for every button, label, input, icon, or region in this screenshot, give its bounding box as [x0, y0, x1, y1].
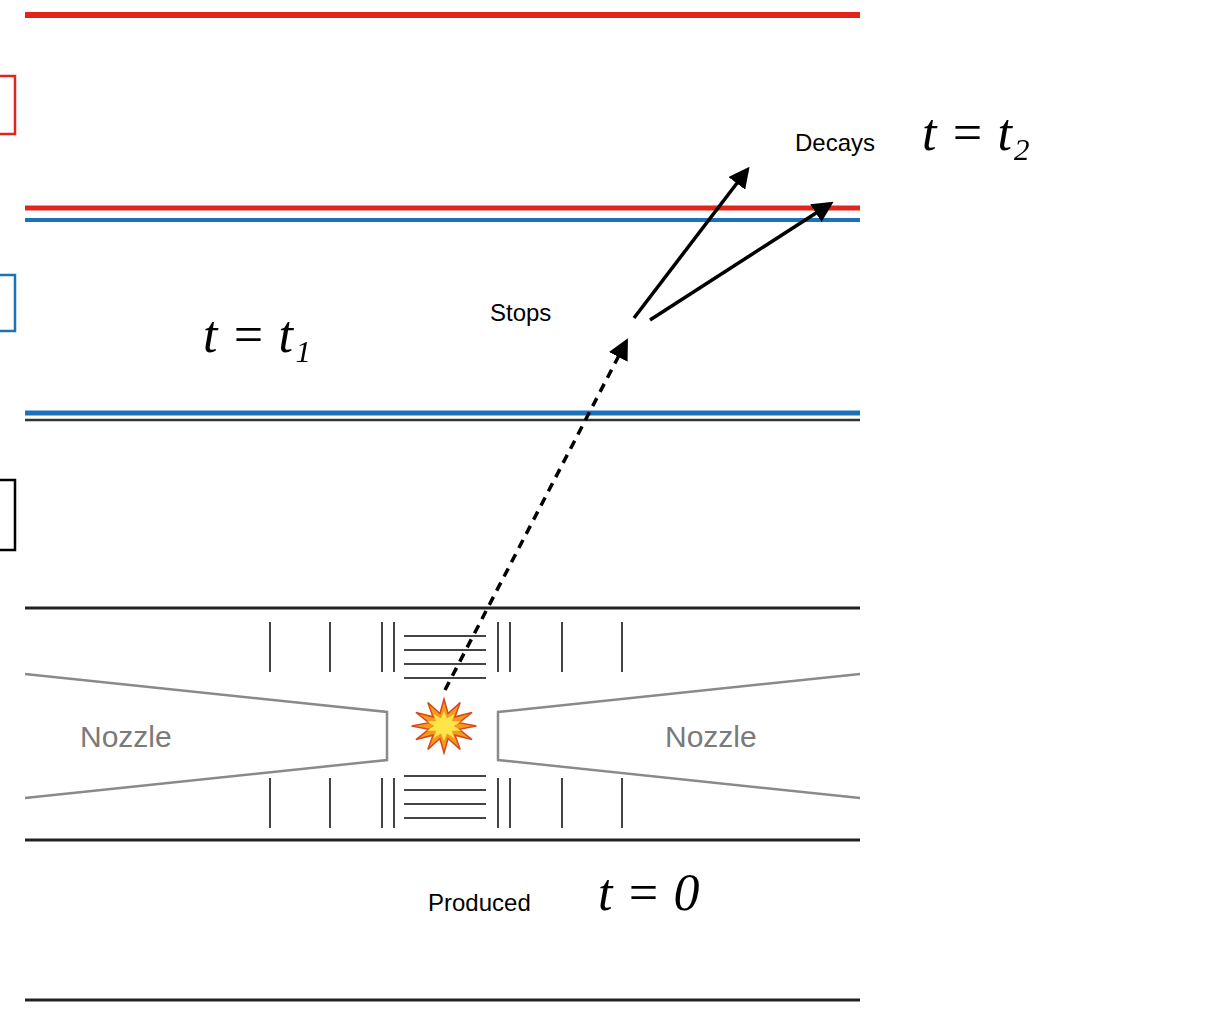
nozzle-line	[25, 674, 387, 798]
blue-layer-line	[25, 411, 860, 416]
tracker-strip	[329, 622, 331, 672]
event-label: Produced	[428, 890, 531, 916]
pixel-layer	[404, 677, 486, 679]
blue-layer-line	[25, 218, 860, 222]
tracker-strip	[561, 622, 563, 672]
pixel-layer	[404, 803, 486, 805]
red-layer-line	[25, 12, 860, 18]
red-layer-line	[25, 206, 860, 211]
nozzle-shape: Nozzle	[25, 674, 387, 798]
black-layer-box	[0, 480, 15, 550]
tracker-strip	[393, 622, 395, 672]
tracker-strip	[561, 778, 563, 828]
pixel-layer	[404, 663, 486, 665]
tracker-strip	[497, 778, 499, 828]
collision-burst	[412, 699, 477, 753]
detector-wall	[25, 607, 860, 610]
pixel-layer	[404, 775, 486, 777]
tracker-strip	[381, 778, 383, 828]
time-label: t = 0	[598, 864, 700, 921]
nozzle-label: Nozzle	[80, 720, 172, 753]
particle-track	[445, 342, 626, 690]
nozzle-outline	[25, 674, 387, 798]
tracker-strip	[509, 622, 511, 672]
burst-outer	[412, 699, 477, 753]
tracker-strip	[381, 622, 383, 672]
burst-inner	[427, 711, 461, 741]
tracker-strip	[329, 778, 331, 828]
pixel-layer	[404, 649, 486, 651]
pixel-layer	[404, 789, 486, 791]
tracker-strip	[393, 778, 395, 828]
pixel-layer	[404, 635, 486, 637]
event-label: Stops	[490, 300, 551, 326]
tracker-strip	[621, 622, 623, 672]
tracker-strip	[269, 778, 271, 828]
detector-wall	[25, 839, 860, 842]
time-label: t = t₁	[203, 306, 311, 363]
red-layer-box	[0, 76, 15, 134]
pixel-layer	[404, 817, 486, 819]
tracker-strip	[269, 622, 271, 672]
decay-product	[650, 204, 830, 320]
nozzle-shape: Nozzle	[498, 674, 860, 798]
black-layer-line	[25, 419, 860, 422]
tracker-strip	[621, 778, 623, 828]
tracker-strip	[497, 622, 499, 672]
collision-patch	[403, 695, 487, 759]
event-label: Decays	[795, 130, 875, 156]
nozzle-line	[498, 674, 860, 798]
time-label: t = t₂	[922, 104, 1030, 161]
outer-line	[25, 999, 860, 1002]
tracker-strip	[509, 778, 511, 828]
tracker-layers	[270, 622, 622, 828]
blue-layer-box	[0, 275, 15, 331]
nozzle-label: Nozzle	[665, 720, 757, 753]
